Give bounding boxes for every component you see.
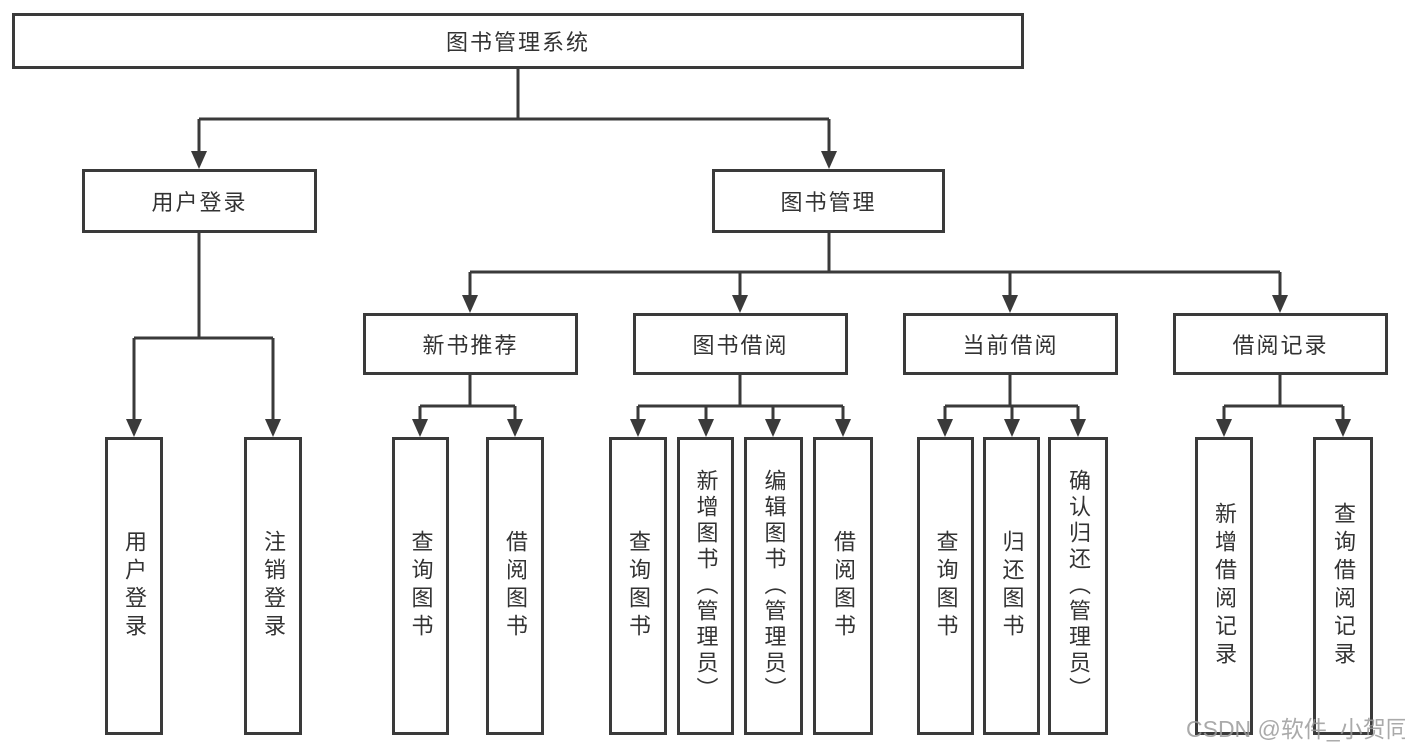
- node-label: 注销登录: [261, 530, 286, 642]
- node-current-borrowing: 当前借阅: [903, 313, 1118, 375]
- node-label: 新书推荐: [422, 333, 519, 358]
- leaf-borrow-books-2: 借阅图书: [813, 437, 873, 735]
- csdn-watermark: CSDN @软件_小贺同学: [1186, 716, 1405, 742]
- node-label: 当前借阅: [962, 333, 1059, 358]
- node-label: 确认归还（管理员）: [1066, 469, 1091, 703]
- leaf-query-books-2: 查询图书: [609, 437, 667, 735]
- node-label: 新增图书（管理员）: [693, 469, 719, 703]
- node-label: 用户登录: [151, 190, 248, 215]
- node-label: 新增借阅记录: [1212, 502, 1237, 670]
- arrowheads: [126, 151, 1351, 437]
- leaf-edit-books-admin: 编辑图书（管理员）: [744, 437, 803, 735]
- node-label: 查询图书: [626, 530, 651, 642]
- leaf-query-books-1: 查询图书: [392, 437, 449, 735]
- node-label: 借阅图书: [503, 530, 528, 642]
- node-book-management: 图书管理: [712, 169, 945, 233]
- node-user-login: 用户登录: [82, 169, 317, 233]
- leaf-add-books-admin: 新增图书（管理员）: [677, 437, 734, 735]
- node-label: 编辑图书（管理员）: [761, 469, 787, 703]
- node-label: 图书管理: [780, 190, 877, 215]
- node-label: 图书借阅: [692, 333, 789, 358]
- node-label: 借阅图书: [831, 530, 856, 642]
- node-label: 借阅记录: [1232, 333, 1329, 358]
- leaf-borrow-books-1: 借阅图书: [486, 437, 544, 735]
- leaf-user-login: 用户登录: [105, 437, 163, 735]
- leaf-add-borrow-record: 新增借阅记录: [1195, 437, 1253, 735]
- leaf-return-books: 归还图书: [983, 437, 1040, 735]
- node-library-management-system: 图书管理系统: [12, 13, 1024, 69]
- leaf-logout-login: 注销登录: [244, 437, 302, 735]
- leaf-query-books-3: 查询图书: [917, 437, 974, 735]
- node-borrow-records: 借阅记录: [1173, 313, 1388, 375]
- node-book-borrowing: 图书借阅: [633, 313, 848, 375]
- node-label: 图书管理系统: [445, 30, 590, 55]
- node-label: 归还图书: [999, 530, 1025, 642]
- leaf-confirm-return-admin: 确认归还（管理员）: [1048, 437, 1108, 735]
- node-label: 查询图书: [933, 530, 959, 642]
- node-label: 用户登录: [122, 530, 147, 642]
- leaf-query-borrow-record: 查询借阅记录: [1313, 437, 1373, 735]
- node-label: 查询借阅记录: [1331, 502, 1356, 670]
- node-label: 查询图书: [408, 530, 434, 642]
- node-new-book-recommend: 新书推荐: [363, 313, 578, 375]
